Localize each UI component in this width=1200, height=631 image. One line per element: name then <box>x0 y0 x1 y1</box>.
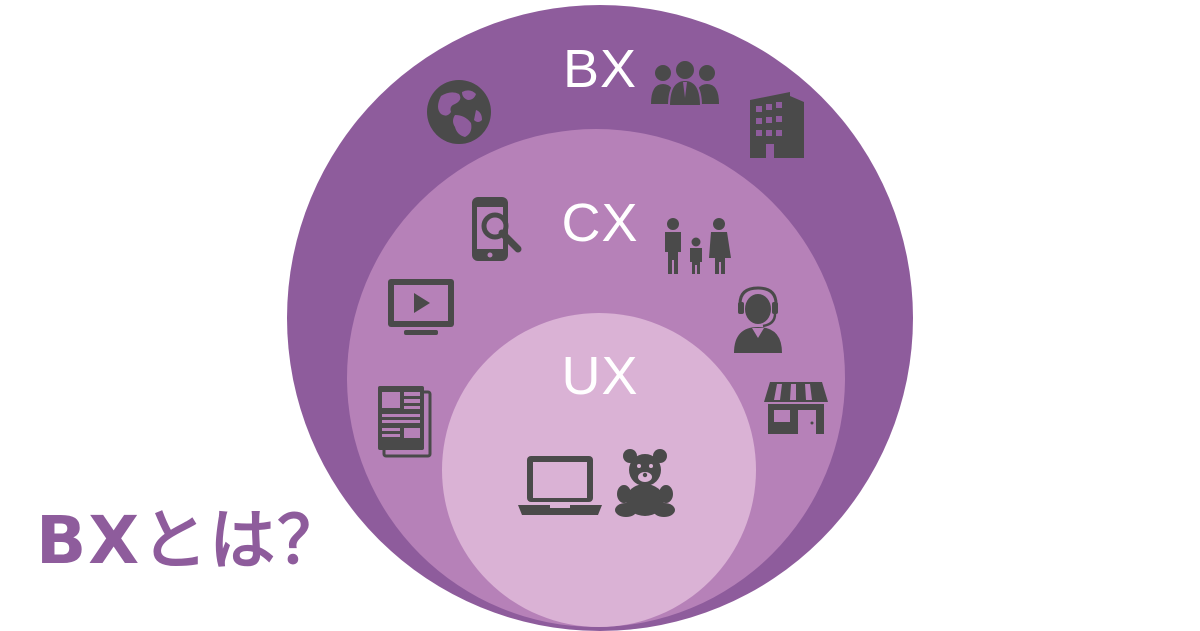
smartphone-search-icon <box>472 197 522 261</box>
storefront-icon <box>764 382 828 434</box>
ux-ring-label: UX <box>561 346 639 406</box>
office-building-icon <box>750 92 804 158</box>
bx-ring-label: BX <box>562 39 638 99</box>
newspaper-icon <box>378 386 432 458</box>
page-heading: BXとは？ <box>36 502 346 579</box>
cx-ring-label: CX <box>561 193 639 253</box>
business-people-icon <box>651 59 719 107</box>
tv-play-icon <box>388 279 454 335</box>
family-icon <box>665 218 731 274</box>
call-center-operator-icon <box>734 286 782 353</box>
ux-ring <box>442 313 756 627</box>
globe-icon <box>427 80 491 144</box>
teddy-bear-icon <box>615 449 675 517</box>
laptop-icon <box>518 456 602 515</box>
